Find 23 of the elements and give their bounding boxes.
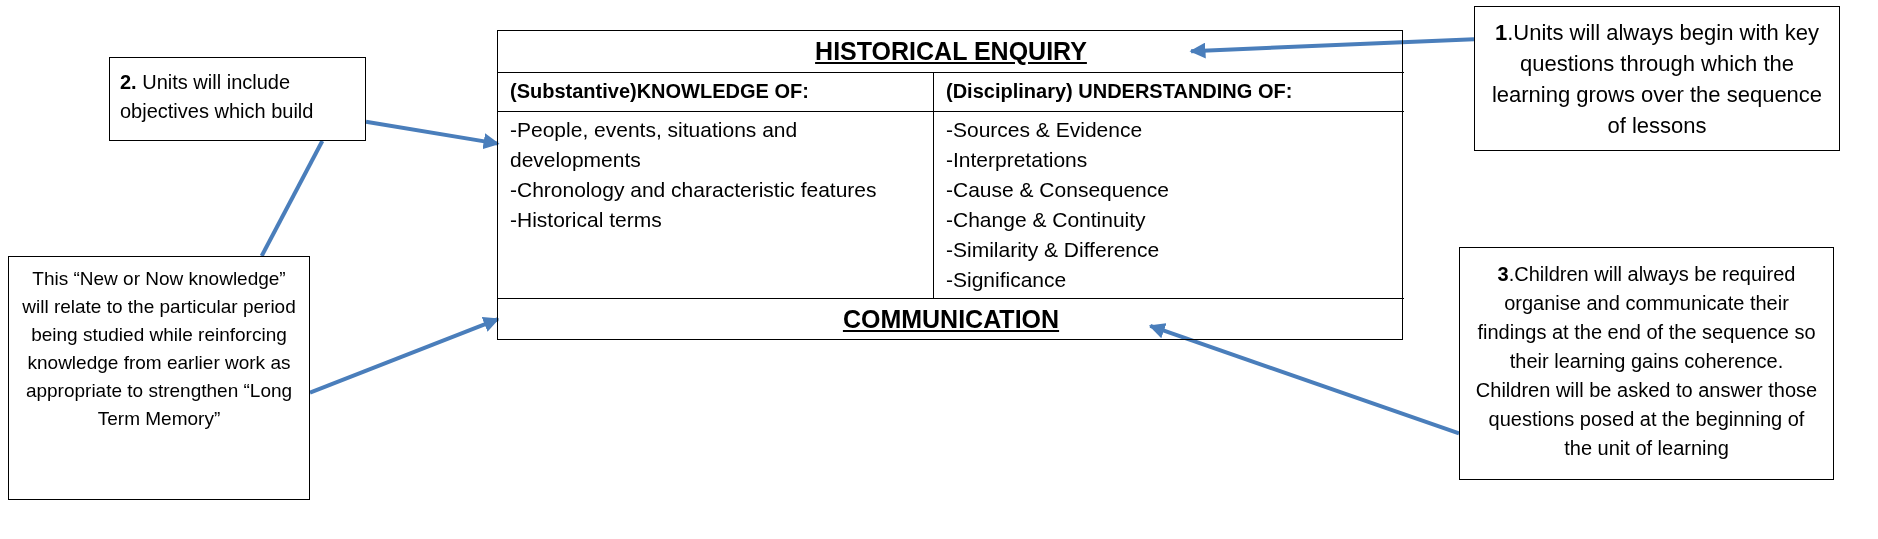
list-item: -Change & Continuity — [946, 207, 1146, 233]
table-box — [497, 30, 1403, 340]
list-item: -Sources & Evidence — [946, 117, 1143, 143]
list-item: -Similarity & Difference — [946, 237, 1160, 263]
arrow — [1148, 323, 1460, 436]
callout-box: 2. Units will include objectives which build — [109, 57, 366, 141]
column-heading: (Substantive)KNOWLEDGE OF: — [498, 73, 934, 112]
table-heading: COMMUNICATION — [498, 298, 1404, 341]
column-heading: (Disciplinary) UNDERSTANDING OF: — [934, 73, 1404, 112]
callout-box: 3.Children will always be required organise and communicate their findings at the end of the sequence so their learning gains coherence. Children will be asked to answer those questions posed at the beginning of the unit of learning — [1459, 247, 1834, 480]
arrow — [1189, 37, 1475, 59]
list-item: -Significance — [946, 267, 1067, 293]
arrow — [365, 119, 500, 150]
callout-box: 1.Units will always begin with key questions through which the learning grows over the sequence of lessons — [1474, 6, 1840, 151]
list-item: -Chronology and characteristic features — [510, 177, 877, 203]
list-item: -People, events, situations and developments — [510, 117, 799, 173]
list-item: -Interpretations — [946, 147, 1088, 173]
arrow — [309, 316, 500, 395]
list-item: -Cause & Consequence — [946, 177, 1169, 203]
connector-line — [259, 140, 325, 257]
table-heading: HISTORICAL ENQUIRY — [498, 31, 1404, 73]
list-item: -Historical terms — [510, 207, 662, 233]
callout-box: This “New or Now knowledge” will relate to the particular period being studied while reinforcing knowledge from earlier work as appropriate to strengthen “Long Term Memory” — [8, 256, 310, 500]
